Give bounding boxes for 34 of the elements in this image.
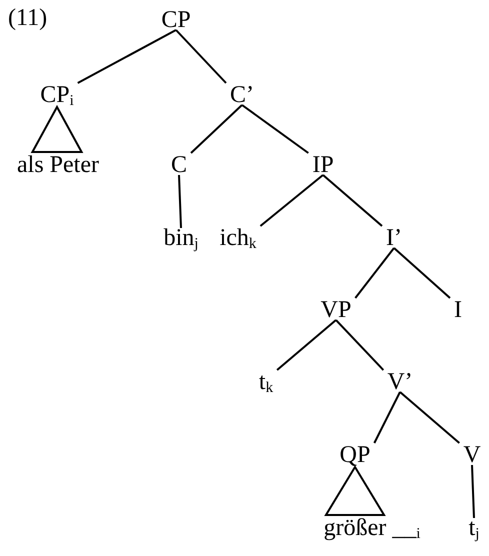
tree-node-label: V: [463, 442, 481, 468]
tree-node-label: als Peter: [17, 152, 99, 178]
tree-node-label: größer __$_{i}$: [324, 515, 420, 541]
tree-node-label: CP$_{i}$: [40, 82, 74, 108]
tree-branch: [175, 29, 227, 84]
tree-branch: [260, 174, 324, 227]
tree-branch: [471, 464, 475, 518]
tree-branch: [335, 319, 384, 371]
triangle-roof: [324, 465, 386, 516]
tree-branch: [354, 247, 395, 299]
tree-branch: [276, 319, 337, 371]
tree-node-label: CP: [161, 7, 191, 33]
tree-branch: [190, 104, 243, 154]
tree-node-label: bin$_{j}$: [164, 225, 198, 251]
tree-node-label: C: [171, 152, 187, 178]
tree-branch: [399, 391, 460, 444]
tree-node-label: t$_{j}$: [468, 515, 480, 541]
example-number: (11): [8, 5, 48, 31]
tree-branch: [241, 104, 309, 154]
tree-node-label: ich$_{k}$: [220, 225, 256, 251]
triangle-roof: [30, 104, 84, 153]
tree-node-label: I: [454, 297, 462, 323]
tree-node-label: C’: [230, 82, 254, 108]
tree-branch: [77, 29, 176, 84]
tree-node-label: t$_{k}$: [258, 369, 274, 395]
tree-node-label: QP: [340, 442, 370, 468]
tree-node-label: V’: [387, 369, 413, 395]
tree-node-label: IP: [312, 152, 334, 178]
tree-branch: [373, 392, 401, 444]
tree-node-label: I’: [386, 225, 402, 251]
tree-branch: [393, 247, 451, 299]
tree-node-label: VP: [320, 297, 352, 323]
tree-branch: [322, 174, 383, 227]
tree-branch: [178, 174, 182, 228]
